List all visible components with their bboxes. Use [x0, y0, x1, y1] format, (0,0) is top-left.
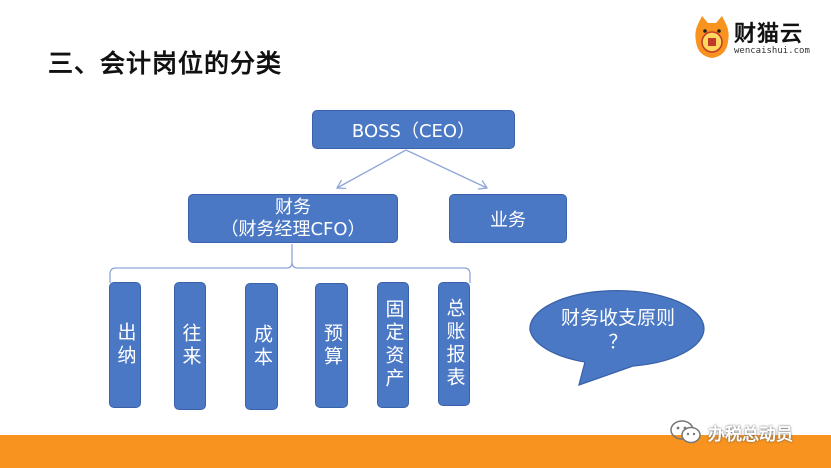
position-box-cashier: 出纳 — [109, 282, 141, 408]
boss-box: BOSS（CEO） — [312, 110, 515, 149]
wechat-icon — [670, 420, 701, 444]
logo-url: wencaishui.com — [734, 46, 810, 56]
speech-bubble — [529, 290, 705, 387]
business-box: 业务 — [449, 194, 567, 243]
watermark-label: 办税总动员 — [708, 425, 793, 445]
wechat-watermark: 办税总动员 — [668, 418, 828, 448]
position-box-cost: 成本 — [245, 283, 278, 410]
bubble-text: 财务收支原则 ？ — [537, 306, 699, 354]
logo: 财猫云 wencaishui.com — [692, 14, 822, 64]
boss-label: BOSS（CEO） — [351, 120, 476, 142]
position-label: 预算 — [321, 322, 343, 369]
position-box-general-ledger: 总账报表 — [438, 282, 470, 406]
arrow-to-business — [405, 149, 487, 188]
position-label: 成本 — [251, 323, 273, 370]
position-label: 出纳 — [114, 322, 137, 368]
logo-name: 财猫云 — [734, 22, 804, 47]
position-box-budget: 预算 — [315, 283, 348, 408]
position-label: 固定资产 — [382, 299, 405, 391]
business-label: 业务 — [490, 209, 526, 231]
bubble-line1: 财务收支原则 — [560, 307, 675, 329]
page-title: 三、会计岗位的分类 — [48, 49, 283, 78]
position-box-receivables: 往来 — [174, 282, 206, 410]
finance-label: 财务 — [275, 196, 311, 218]
bubble-line2: ？ — [608, 331, 628, 353]
cat-icon — [695, 16, 729, 58]
finance-box: 财务 （财务经理CFO） — [188, 194, 398, 243]
arrow-to-finance — [337, 149, 407, 188]
position-label: 总账报表 — [443, 298, 466, 390]
brace-bracket — [109, 244, 471, 283]
position-box-fixed-assets: 固定资产 — [377, 282, 409, 408]
position-label: 往来 — [179, 323, 202, 369]
finance-sublabel: （财务经理CFO） — [220, 218, 366, 240]
